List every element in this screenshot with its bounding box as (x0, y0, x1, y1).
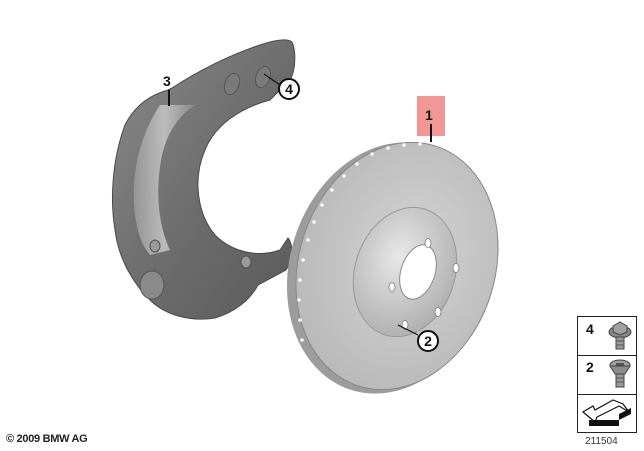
legend-row-disc-screw[interactable]: 2 (578, 355, 636, 395)
part-4-callout[interactable]: 4 (278, 78, 300, 100)
legend-qty: 4 (586, 321, 594, 337)
hex-bolt-icon (608, 321, 632, 350)
parts-legend: 4 2 (577, 316, 637, 433)
part-3-label[interactable]: 3 (163, 73, 171, 89)
part-1-label[interactable]: 1 (425, 107, 433, 123)
legend-row-arrow (578, 394, 636, 432)
part-2-leader-line (397, 324, 419, 336)
countersunk-screw-icon (609, 359, 631, 388)
part-1-leader-line (430, 124, 432, 142)
copyright-text: © 2009 BMW AG (6, 433, 88, 445)
diagram-id: 211504 (585, 436, 618, 447)
part-4-leader-line (263, 73, 281, 86)
part-2-callout[interactable]: 2 (417, 330, 439, 352)
legend-qty: 2 (586, 359, 594, 375)
protection-plate-drawing[interactable] (100, 35, 310, 320)
brake-disc-drawing[interactable] (285, 135, 505, 400)
part-3-leader-line (168, 90, 170, 106)
legend-row-hex-bolt[interactable]: 4 (578, 317, 636, 356)
arrow-icon (581, 399, 631, 426)
